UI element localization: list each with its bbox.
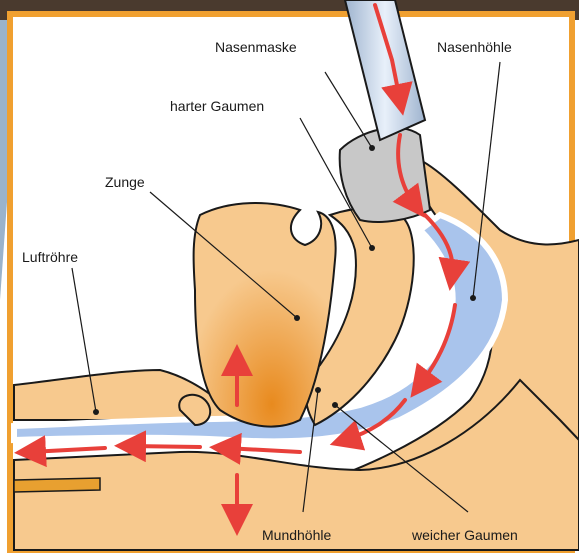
label-luftroehre: Luftröhre — [22, 249, 78, 265]
label-zunge: Zunge — [105, 174, 145, 190]
flow-arrow-airway-2 — [130, 446, 200, 447]
label-harter-gaumen: harter Gaumen — [170, 98, 264, 114]
label-nasenhoehle: Nasenhöhle — [437, 39, 512, 55]
label-weicher-gaumen: weicher Gaumen — [411, 527, 518, 543]
label-nasenmaske: Nasenmaske — [215, 39, 297, 55]
nasal-mask — [340, 128, 430, 222]
label-mundhoehle: Mundhöhle — [262, 527, 331, 543]
trachea-outline — [14, 478, 100, 492]
